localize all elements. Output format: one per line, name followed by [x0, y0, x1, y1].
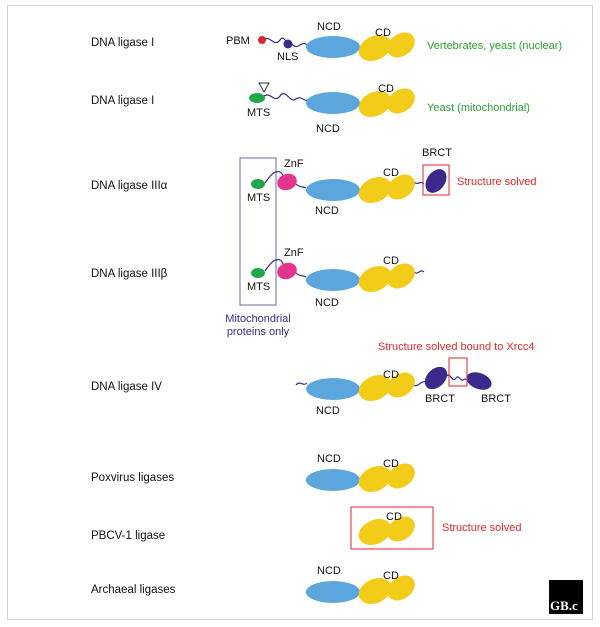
cd-domain-lobe — [387, 575, 415, 601]
row-label-ligase-i-mito: DNA ligase I — [91, 95, 154, 107]
row-ligase-iii-alpha: MTS ZnF NCD CD BRCT Structure solved — [247, 147, 536, 217]
nuclear-annotation: Vertebrates, yeast (nuclear) — [427, 40, 562, 52]
linker-line — [291, 42, 309, 48]
row-label-ligase-iii-alpha: DNA ligase IIIα — [91, 180, 168, 192]
cd-domain-lobe — [358, 374, 392, 402]
cd-label: CD — [383, 369, 399, 381]
brct-domain — [424, 366, 448, 390]
structure-solved-box — [422, 164, 450, 196]
structure-solved-box — [350, 506, 434, 550]
linker-line — [412, 381, 427, 387]
ncd-domain — [306, 469, 360, 491]
start-arrowhead-icon — [258, 82, 270, 94]
znf-label: ZnF — [284, 158, 304, 170]
cd-domain-lobe — [387, 88, 415, 114]
linker-line — [295, 183, 307, 189]
cd-label: CD — [383, 458, 399, 470]
linker-line — [262, 93, 309, 101]
ncd-label: NCD — [316, 123, 340, 135]
brct-label: BRCT — [422, 147, 452, 159]
cd-domain-lobe — [387, 32, 415, 58]
ncd-label: NCD — [317, 453, 341, 465]
brct-domain — [466, 372, 492, 390]
mts-label: MTS — [247, 107, 270, 119]
cd-label: CD — [383, 167, 399, 179]
brct-label: BRCT — [481, 393, 511, 405]
figure-frame — [7, 5, 593, 620]
row-ligase-i-mito: MTS NCD CD Yeast (mitochondrial) — [247, 82, 530, 135]
row-ligase-iii-beta: MTS ZnF NCD CD — [247, 247, 425, 309]
linker-line — [413, 270, 425, 274]
row-poxvirus: NCD CD — [306, 453, 415, 493]
cd-domain-lobe — [387, 263, 415, 289]
cd-domain-lobe — [358, 265, 392, 293]
linker-line — [295, 272, 307, 278]
row-label-poxvirus: Poxvirus ligases — [91, 472, 174, 484]
cd-domain-lobe — [358, 176, 392, 204]
ncd-label: NCD — [315, 297, 339, 309]
mts-motif — [251, 268, 265, 278]
ncd-label: NCD — [317, 565, 341, 577]
row-ligase-iv: NCD CD BRCT BRCT Structure solved bound … — [295, 341, 535, 417]
ncd-label: NCD — [315, 205, 339, 217]
ncd-label: NCD — [317, 21, 341, 33]
znf-label: ZnF — [284, 247, 304, 259]
nls-label: NLS — [277, 51, 298, 63]
row-label-pbcv1: PBCV-1 ligase — [91, 530, 165, 542]
cd-label: CD — [383, 255, 399, 267]
mts-label: MTS — [247, 281, 270, 293]
cd-label: CD — [383, 570, 399, 582]
cd-label: CD — [386, 511, 402, 523]
cd-label: CD — [378, 83, 394, 95]
ncd-domain — [306, 92, 360, 114]
nls-motif — [283, 39, 293, 49]
row-ligase-i-nuclear: PBM NLS NCD CD Vertebrates, yeast (nucle… — [226, 21, 562, 63]
row-pbcv1: CD Structure solved — [350, 506, 521, 550]
structure-solved-annotation: Structure solved — [442, 522, 521, 534]
mito-annotation: Yeast (mitochondrial) — [427, 102, 530, 114]
ncd-domain — [306, 179, 360, 201]
cd-domain-lobe — [358, 90, 392, 118]
mts-motif — [251, 179, 265, 189]
mts-motif — [249, 93, 265, 103]
pbm-label: PBM — [226, 35, 250, 47]
cd-domain-lobe — [358, 518, 392, 546]
brct-label: BRCT — [425, 393, 455, 405]
mito-only-label-line1: Mitochondrial — [225, 313, 290, 325]
structure-solved-annotation: Structure solved — [457, 176, 536, 188]
logo-text: GB.c — [550, 598, 578, 613]
cd-domain-lobe — [387, 372, 415, 398]
row-archaeal: NCD CD — [306, 565, 415, 605]
brct-domain — [425, 169, 447, 193]
linker-line — [445, 374, 471, 382]
cd-domain-lobe — [358, 34, 392, 62]
pbm-motif — [258, 36, 266, 44]
cd-domain-lobe — [387, 516, 415, 542]
xrcc4-interaction-box — [448, 357, 468, 387]
znf-domain — [277, 262, 297, 280]
mito-only-box — [239, 157, 277, 306]
linker-line — [295, 382, 308, 386]
row-label-ligase-iii-beta: DNA ligase IIIβ — [91, 268, 168, 280]
cd-domain-lobe — [358, 577, 392, 605]
mito-only-label-line2: proteins only — [227, 326, 290, 338]
znf-domain — [277, 173, 297, 191]
cd-domain-lobe — [387, 463, 415, 489]
cd-domain-lobe — [387, 174, 415, 200]
ncd-domain — [306, 581, 360, 603]
cd-label: CD — [375, 27, 391, 39]
ncd-domain — [306, 269, 360, 291]
ncd-label: NCD — [316, 405, 340, 417]
ncd-domain — [306, 36, 360, 58]
row-label-archaeal: Archaeal ligases — [91, 584, 176, 596]
cd-domain-lobe — [358, 465, 392, 493]
logo-box — [549, 580, 583, 614]
row-label-ligase-iv: DNA ligase IV — [91, 381, 162, 393]
row-label-ligase-i-nuclear: DNA ligase I — [91, 37, 154, 49]
mts-label: MTS — [247, 192, 270, 204]
ncd-domain — [306, 378, 360, 400]
journal-logo: GB.c — [549, 580, 583, 614]
structure-solved-xrcc4-annotation: Structure solved bound to Xrcc4 — [378, 341, 535, 353]
